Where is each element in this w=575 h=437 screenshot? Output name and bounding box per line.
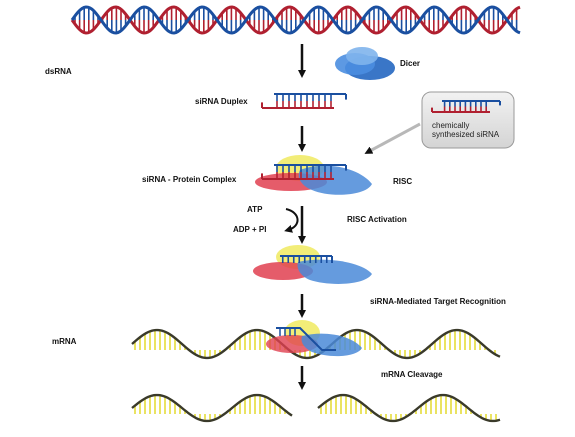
box-pointer-arrow [364, 122, 421, 154]
mrna-cleaved-fragment-right [317, 393, 501, 423]
sirna-duplex-label: siRNA Duplex [195, 97, 248, 106]
mrna-cleaved-fragment-left [131, 393, 293, 423]
dsrna-double-helix [70, 5, 521, 35]
sirna-duplex [261, 93, 347, 109]
risc-activation-label: RISC Activation [347, 215, 407, 224]
dicer-enzyme [335, 47, 395, 80]
risc-bound-sirna [261, 164, 347, 180]
target-recognition-label: siRNA-Mediated Target Recognition [370, 297, 506, 306]
atp-consumption-arrow [284, 208, 299, 233]
chemically-synthesized-sirna-box [421, 91, 515, 149]
activated-risc [253, 245, 372, 284]
synthesized-sirna-label: synthesized siRNA [432, 130, 500, 139]
atp-label: ATP [247, 205, 263, 214]
risc-label: RISC [393, 177, 413, 186]
adp-pi-label: ADP + PI [233, 225, 267, 234]
mrna-cleavage-label: mRNA Cleavage [381, 370, 443, 379]
activated-risc-guide-strand [280, 255, 333, 263]
risc-complex [255, 155, 372, 195]
sirna-protein-complex-label: siRNA - Protein Complex [142, 175, 237, 184]
dicer-label: Dicer [400, 59, 421, 68]
mrna-label: mRNA [52, 337, 77, 346]
chemically-label: chemically [432, 121, 470, 130]
risc-on-mrna [266, 320, 362, 357]
guide-strand-on-mrna [276, 327, 336, 351]
dsrna-label: dsRNA [45, 67, 72, 76]
